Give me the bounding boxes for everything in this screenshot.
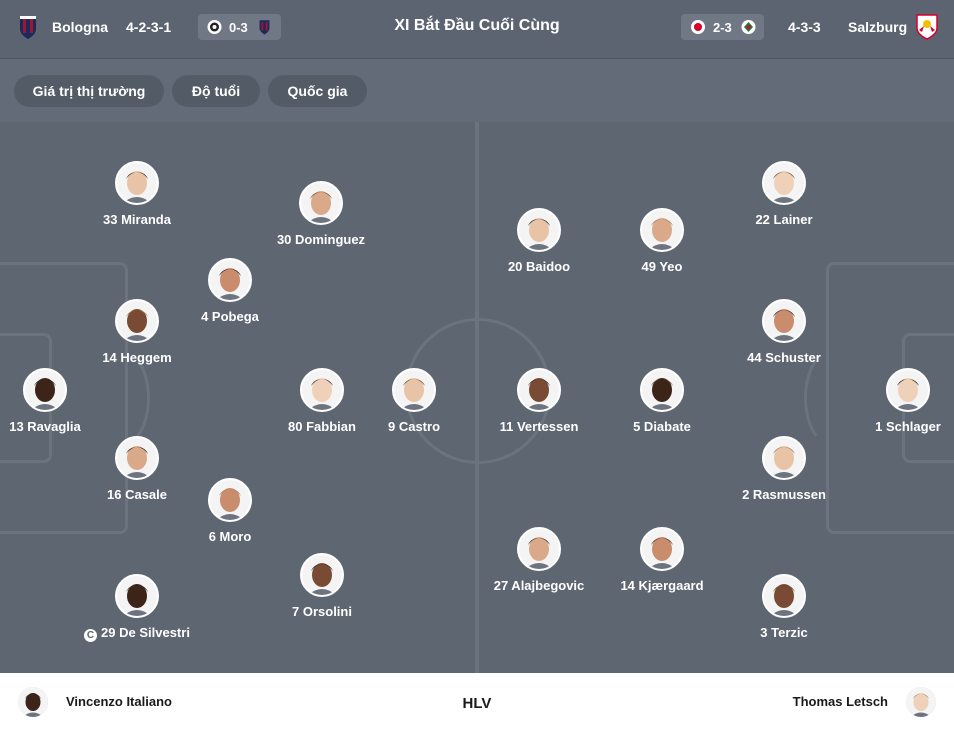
coaches-footer: Vincenzo Italiano HLV Thomas Letsch (0, 673, 954, 733)
player-photo (392, 368, 436, 412)
player-name: 27 Alajbegovic (493, 578, 585, 593)
player-orsolini[interactable]: 7 Orsolini (242, 553, 402, 620)
player-yeo[interactable]: 49 Yeo (582, 208, 742, 275)
player-kjaergaard[interactable]: 14 Kjærgaard (582, 527, 742, 594)
player-photo (115, 436, 159, 480)
away-coach-name[interactable]: Thomas Letsch (792, 694, 888, 709)
player-name: 49 Yeo (641, 259, 683, 274)
away-formation: 4-3-3 (788, 19, 821, 35)
player-photo (208, 478, 252, 522)
player-name: 2 Rasmussen (742, 487, 826, 502)
player-photo (23, 368, 67, 412)
player-photo (762, 161, 806, 205)
away-team-name[interactable]: Salzburg (848, 19, 908, 35)
home-coach-avatar[interactable] (18, 687, 48, 717)
right-penalty-arc (804, 348, 864, 448)
player-moro[interactable]: 6 Moro (150, 478, 310, 545)
player-photo (115, 161, 159, 205)
captain-icon: C (84, 629, 98, 642)
player-name: 9 Castro (387, 419, 441, 434)
player-vertessen[interactable]: 11 Vertessen (459, 368, 619, 435)
bologna-small-crest-icon (259, 20, 270, 35)
player-photo (762, 299, 806, 343)
player-dominguez[interactable]: 30 Dominguez (271, 181, 371, 248)
player-name: 11 Vertessen (499, 419, 579, 434)
player-name: 13 Ravaglia (9, 419, 81, 434)
player-name: 14 Kjærgaard (620, 578, 704, 593)
player-name: 80 Fabbian (288, 419, 356, 434)
player-fabbian[interactable]: 80 Fabbian (242, 368, 402, 435)
player-photo (115, 574, 159, 618)
player-photo (517, 527, 561, 571)
player-castro[interactable]: 9 Castro (334, 368, 494, 435)
player-photo (300, 368, 344, 412)
player-name: 30 Dominguez (276, 232, 366, 247)
away-last-score: 2-3 (713, 20, 732, 35)
player-name: 22 Lainer (755, 212, 813, 227)
home-coach-name[interactable]: Vincenzo Italiano (66, 694, 172, 709)
away-last-match-chip[interactable]: 2-3 (681, 14, 764, 40)
player-casale[interactable]: 16 Casale (57, 436, 217, 503)
bologna-crest-icon[interactable] (18, 14, 38, 40)
home-last-score: 0-3 (229, 20, 248, 35)
home-last-match-chip[interactable]: 0-3 (198, 14, 281, 40)
player-name: 44 Schuster (747, 350, 821, 365)
player-terzic[interactable]: 3 Terzic (704, 574, 864, 641)
filter-age[interactable]: Độ tuổi (172, 75, 260, 107)
player-name: 4 Pobega (201, 309, 259, 324)
player-name: 20 Baidoo (507, 259, 571, 274)
player-name: 14 Heggem (102, 350, 172, 365)
player-photo (517, 368, 561, 412)
home-team-name[interactable]: Bologna (52, 19, 108, 35)
player-schuster[interactable]: 44 Schuster (704, 299, 864, 366)
player-photo (762, 574, 806, 618)
filter-market-value[interactable]: Giá trị thị trường (14, 75, 164, 107)
player-lainer[interactable]: 22 Lainer (704, 161, 864, 228)
salzburg-small-crest-icon (691, 20, 705, 34)
player-heggem[interactable]: 14 Heggem (57, 299, 217, 366)
player-photo (115, 299, 159, 343)
left-penalty-arc (90, 348, 150, 448)
player-photo (640, 527, 684, 571)
filter-bar: Giá trị thị trường Độ tuổi Quốc gia (0, 59, 954, 122)
player-name: 16 Casale (107, 487, 167, 502)
player-name: 7 Orsolini (292, 604, 352, 619)
coach-label: HLV (462, 695, 492, 712)
player-photo (300, 553, 344, 597)
opponent-crest-icon (741, 20, 756, 34)
page-title: XI Bắt Đầu Cuối Cùng (394, 17, 560, 34)
player-name: 5 Diabate (633, 419, 691, 434)
player-photo (640, 208, 684, 252)
player-name: 3 Terzic (760, 625, 808, 640)
player-diabate[interactable]: 5 Diabate (582, 368, 742, 435)
player-photo (299, 181, 343, 225)
home-formation: 4-2-3-1 (126, 19, 172, 35)
player-miranda[interactable]: 33 Miranda (57, 161, 217, 228)
player-name: 33 Miranda (103, 212, 171, 227)
player-photo (517, 208, 561, 252)
player-pobega[interactable]: 4 Pobega (150, 258, 310, 325)
salzburg-crest-icon[interactable] (914, 13, 940, 41)
udinese-crest-icon (207, 20, 222, 34)
player-rasmussen[interactable]: 2 Rasmussen (704, 436, 864, 503)
away-coach-avatar[interactable] (906, 687, 936, 717)
player-photo (886, 368, 930, 412)
lineup-header: Bologna 4-2-3-1 0-3 XI Bắt Đầu Cuối Cùng… (0, 0, 954, 59)
player-photo (640, 368, 684, 412)
pitch: 33 Miranda 30 Dominguez 4 Pobega 14 Hegg… (0, 122, 954, 673)
player-schlager[interactable]: 1 Schlager (863, 368, 953, 435)
player-baidoo[interactable]: 20 Baidoo (459, 208, 619, 275)
player-name: 6 Moro (208, 529, 252, 544)
player-name: 29 De Silvestri (101, 625, 190, 640)
filter-nationality[interactable]: Quốc gia (268, 75, 367, 107)
player-alajbegovic[interactable]: 27 Alajbegovic (459, 527, 619, 594)
player-photo (208, 258, 252, 302)
player-photo (762, 436, 806, 480)
player-ravaglia[interactable]: 13 Ravaglia (0, 368, 125, 435)
player-name: 1 Schlager (875, 419, 941, 434)
